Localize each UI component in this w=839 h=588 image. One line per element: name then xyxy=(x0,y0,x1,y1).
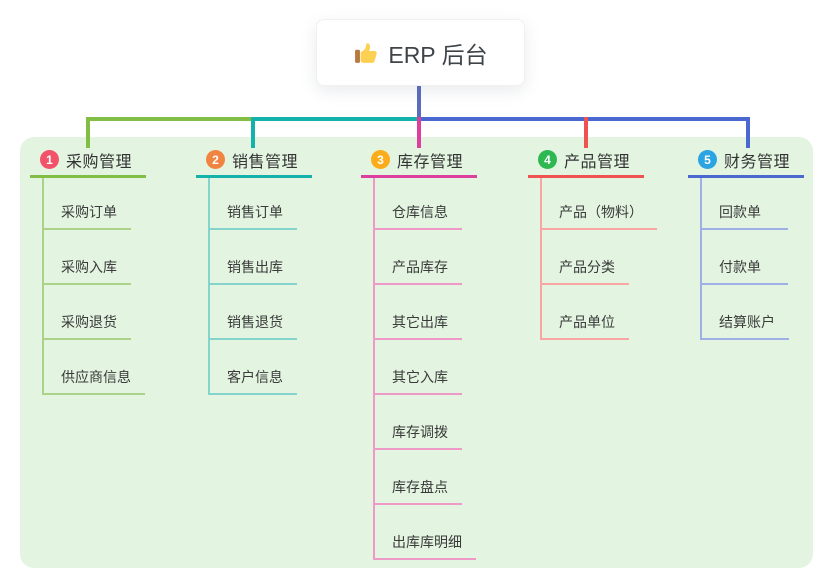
branch-sales-mgmt: 2 销售管理 销售订单 销售出库 销售退货 客户信息 xyxy=(196,148,312,395)
branch-title: 财务管理 xyxy=(724,153,791,171)
connector-bus-branch1 xyxy=(86,117,254,121)
child-node[interactable]: 客户信息 xyxy=(210,340,297,395)
badge-5-icon: 5 xyxy=(698,150,717,169)
branch-product-mgmt: 4 产品管理 产品（物料） 产品分类 产品单位 xyxy=(528,148,657,340)
child-node-label: 回款单 xyxy=(719,204,761,220)
child-node[interactable]: 产品库存 xyxy=(375,230,462,285)
node-inventory-mgmt[interactable]: 3 库存管理 xyxy=(361,148,477,178)
child-node-label: 采购入库 xyxy=(61,259,117,275)
child-node-label: 采购订单 xyxy=(61,204,117,220)
child-node-label: 库存调拨 xyxy=(392,424,448,440)
root-node-label: ERP 后台 xyxy=(388,41,488,68)
child-node[interactable]: 结算账户 xyxy=(702,285,789,340)
child-node-label: 其它出库 xyxy=(392,314,448,330)
root-node-erp-backend[interactable]: ERP 后台 xyxy=(316,19,525,86)
branch-children: 采购订单 采购入库 采购退货 供应商信息 xyxy=(42,178,145,395)
connector-drop-branch3 xyxy=(417,117,421,148)
mindmap-panel xyxy=(20,137,813,568)
child-node-label: 产品分类 xyxy=(559,259,615,275)
child-node[interactable]: 付款单 xyxy=(702,230,788,285)
branch-finance-mgmt: 5 财务管理 回款单 付款单 结算账户 xyxy=(688,148,804,340)
branch-children: 销售订单 销售出库 销售退货 客户信息 xyxy=(208,178,297,395)
branch-title: 产品管理 xyxy=(564,153,631,171)
child-node-label: 其它入库 xyxy=(392,369,448,385)
child-node[interactable]: 采购入库 xyxy=(44,230,131,285)
child-node-label: 供应商信息 xyxy=(61,369,131,385)
connector-bus-branch5 xyxy=(417,117,750,121)
branch-children: 产品（物料） 产品分类 产品单位 xyxy=(540,178,657,340)
badge-1-icon: 1 xyxy=(40,150,59,169)
connector-drop-branch4 xyxy=(584,117,588,148)
connector-root-vertical xyxy=(417,84,421,119)
branch-children: 回款单 付款单 结算账户 xyxy=(700,178,789,340)
branch-purchase-mgmt: 1 采购管理 采购订单 采购入库 采购退货 供应商信息 xyxy=(30,148,146,395)
child-node[interactable]: 回款单 xyxy=(702,178,788,230)
child-node[interactable]: 销售出库 xyxy=(210,230,297,285)
child-node[interactable]: 其它入库 xyxy=(375,340,462,395)
badge-3-icon: 3 xyxy=(371,150,390,169)
child-node[interactable]: 采购退货 xyxy=(44,285,131,340)
connector-drop-branch2 xyxy=(251,117,255,148)
node-product-mgmt[interactable]: 4 产品管理 xyxy=(528,148,644,178)
child-node[interactable]: 产品分类 xyxy=(542,230,629,285)
child-node-label: 产品（物料） xyxy=(559,204,643,220)
child-node[interactable]: 产品单位 xyxy=(542,285,629,340)
child-node[interactable]: 仓库信息 xyxy=(375,178,462,230)
branch-children: 仓库信息 产品库存 其它出库 其它入库 库存调拨 库存盘点 出库库明细 xyxy=(373,178,476,560)
connector-bus-branch2 xyxy=(251,117,421,121)
child-node-label: 销售订单 xyxy=(227,204,283,220)
child-node[interactable]: 库存调拨 xyxy=(375,395,462,450)
branch-inventory-mgmt: 3 库存管理 仓库信息 产品库存 其它出库 其它入库 库存调拨 库存盘点 出库库… xyxy=(361,148,477,560)
badge-4-icon: 4 xyxy=(538,150,557,169)
child-node[interactable]: 产品（物料） xyxy=(542,178,657,230)
child-node[interactable]: 库存盘点 xyxy=(375,450,462,505)
connector-drop-branch5 xyxy=(746,117,750,148)
child-node[interactable]: 其它出库 xyxy=(375,285,462,340)
thumbs-up-icon xyxy=(353,40,378,65)
connector-drop-branch1 xyxy=(86,117,90,148)
child-node[interactable]: 销售退货 xyxy=(210,285,297,340)
branch-title: 采购管理 xyxy=(66,153,133,171)
child-node-label: 结算账户 xyxy=(719,314,775,330)
child-node[interactable]: 采购订单 xyxy=(44,178,131,230)
child-node-label: 付款单 xyxy=(719,259,761,275)
child-node-label: 出库库明细 xyxy=(392,534,462,550)
child-node-label: 仓库信息 xyxy=(392,204,448,220)
child-node[interactable]: 出库库明细 xyxy=(375,505,476,560)
child-node-label: 客户信息 xyxy=(227,369,283,385)
branch-title: 销售管理 xyxy=(232,153,299,171)
child-node-label: 产品库存 xyxy=(392,259,448,275)
node-sales-mgmt[interactable]: 2 销售管理 xyxy=(196,148,312,178)
child-node-label: 产品单位 xyxy=(559,314,615,330)
child-node-label: 库存盘点 xyxy=(392,479,448,495)
child-node[interactable]: 供应商信息 xyxy=(44,340,145,395)
branch-title: 库存管理 xyxy=(397,153,464,171)
child-node[interactable]: 销售订单 xyxy=(210,178,297,230)
child-node-label: 销售出库 xyxy=(227,259,283,275)
badge-2-icon: 2 xyxy=(206,150,225,169)
node-purchase-mgmt[interactable]: 1 采购管理 xyxy=(30,148,146,178)
child-node-label: 采购退货 xyxy=(61,314,117,330)
child-node-label: 销售退货 xyxy=(227,314,283,330)
node-finance-mgmt[interactable]: 5 财务管理 xyxy=(688,148,804,178)
